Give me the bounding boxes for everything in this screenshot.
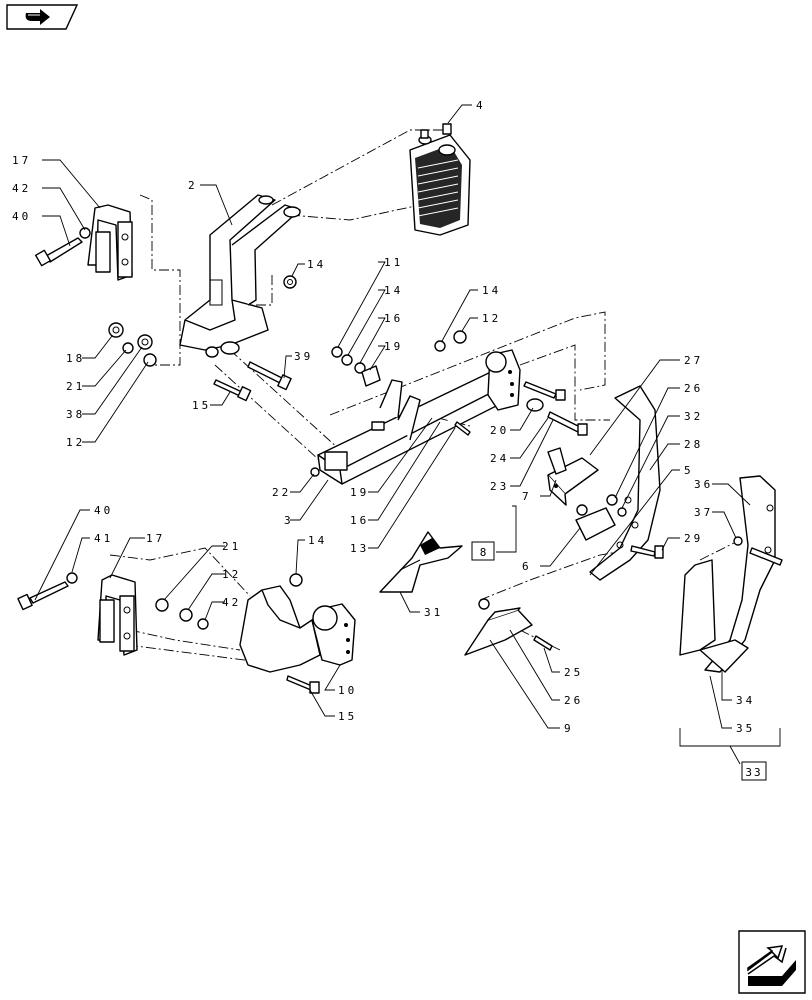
part-34-35-scraper — [679, 475, 783, 673]
callout-15: 15 — [338, 710, 357, 723]
callout-24: 24 — [490, 452, 509, 465]
callout-28: 28 — [684, 438, 703, 451]
part-4-spring-roller — [409, 123, 471, 236]
callout-12: 12 — [66, 436, 85, 449]
callout-4: 4 — [476, 99, 486, 112]
part-39-bolt — [247, 361, 292, 391]
callout-27: 27 — [684, 354, 703, 367]
part-6-clamp — [575, 494, 627, 541]
callout-14: 14 — [308, 534, 327, 547]
callout-34: 34 — [736, 694, 755, 707]
callout-10: 10 — [338, 684, 357, 697]
callout-12: 12 — [482, 312, 501, 325]
tube-end-plate — [485, 349, 521, 411]
callout-35: 35 — [736, 722, 755, 735]
callout-40: 40 — [94, 504, 113, 517]
part-15-upper-bolt — [213, 379, 252, 402]
callout-21: 21 — [66, 380, 85, 393]
reference-box-8[interactable]: 8 — [471, 541, 495, 561]
callout-37: 37 — [694, 506, 713, 519]
callout-31: 31 — [424, 606, 443, 619]
callout-3: 3 — [284, 514, 294, 527]
callout-7: 7 — [522, 490, 532, 503]
hardware-cluster-middle — [310, 330, 588, 477]
callout-11: 11 — [384, 256, 403, 269]
part-17-upper-clevis — [79, 204, 133, 281]
hardware-cluster-lower — [155, 573, 303, 630]
callout-16: 16 — [384, 312, 403, 325]
callout-14: 14 — [482, 284, 501, 297]
part-40-upper-bolt — [34, 237, 83, 267]
callout-38: 38 — [66, 408, 85, 421]
callout-19: 19 — [384, 340, 403, 353]
reference-box-8-label: 8 — [480, 546, 487, 559]
callout-13: 13 — [350, 542, 369, 555]
callout-19: 19 — [350, 486, 369, 499]
callout-26: 26 — [684, 382, 703, 395]
callout-17: 17 — [146, 532, 165, 545]
callout-42: 42 — [222, 596, 241, 609]
part-31-sweep — [379, 531, 463, 593]
part-9-point — [464, 598, 553, 656]
callout-9: 9 — [564, 722, 574, 735]
callout-40: 40 — [12, 210, 31, 223]
callout-17: 17 — [12, 154, 31, 167]
callout-14: 14 — [384, 284, 403, 297]
callout-29: 29 — [684, 532, 703, 545]
callout-22: 22 — [272, 486, 291, 499]
reference-box-33[interactable]: 33 — [741, 761, 767, 781]
return-arrow-icon[interactable] — [6, 4, 79, 30]
callout-5: 5 — [684, 464, 694, 477]
callout-20: 20 — [490, 424, 509, 437]
callout-23: 23 — [490, 480, 509, 493]
callout-25: 25 — [564, 666, 583, 679]
part-17-lower-clevis — [17, 572, 138, 656]
callout-41: 41 — [94, 532, 113, 545]
callout-16: 16 — [350, 514, 369, 527]
callout-42: 42 — [12, 182, 31, 195]
callout-36: 36 — [694, 478, 713, 491]
part-2-bracket — [179, 194, 301, 358]
callout-26: 26 — [564, 694, 583, 707]
callout-15: 15 — [192, 399, 211, 412]
part-7-clamp — [547, 447, 599, 506]
callout-21: 21 — [222, 540, 241, 553]
callout-14: 14 — [307, 258, 326, 271]
part-3-main-tube — [317, 369, 513, 485]
part-29-bolt — [630, 545, 664, 559]
callout-6: 6 — [522, 560, 532, 573]
callout-labels: 17 42 40 2 4 14 11 14 16 19 14 12 18 21 … — [12, 99, 755, 735]
hardware-cluster-left — [108, 275, 297, 367]
callout-leaders — [34, 104, 781, 765]
part-10-lower-bracket — [239, 585, 356, 694]
callout-2: 2 — [188, 179, 198, 192]
next-page-arrow-icon[interactable] — [738, 930, 806, 994]
callout-32: 32 — [684, 410, 703, 423]
callout-12: 12 — [222, 568, 241, 581]
reference-box-33-label: 33 — [745, 766, 762, 779]
callout-18: 18 — [66, 352, 85, 365]
callout-39: 39 — [294, 350, 313, 363]
